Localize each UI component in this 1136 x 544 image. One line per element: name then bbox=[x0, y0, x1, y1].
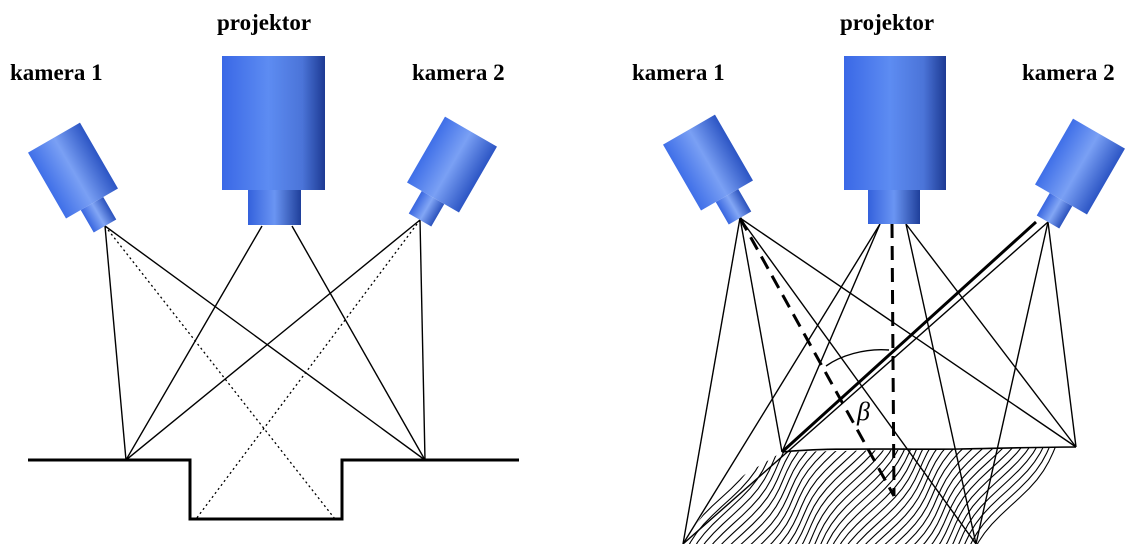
hatch-line bbox=[785, 447, 887, 544]
hatch-line bbox=[761, 447, 863, 544]
hatch-line bbox=[849, 447, 940, 544]
hatch-line bbox=[729, 447, 824, 544]
left-dotted-lines bbox=[104, 219, 421, 520]
hatch-line bbox=[833, 447, 925, 544]
camera-2-label: kamera 2 bbox=[412, 60, 505, 85]
left-ray-lines bbox=[104, 219, 426, 461]
projector-icon bbox=[222, 56, 325, 225]
left-panel: kamera 1 projektor kamera 2 bbox=[10, 10, 519, 521]
hatch-line bbox=[737, 447, 834, 544]
angle-arc bbox=[825, 348, 890, 367]
hatch-line bbox=[881, 447, 978, 544]
hatch-line bbox=[683, 447, 719, 544]
hatch-line bbox=[745, 447, 844, 544]
camera-2-label: kamera 2 bbox=[1022, 60, 1115, 85]
camera-icon bbox=[28, 122, 118, 233]
camera-icon bbox=[1035, 118, 1125, 229]
hatch-line bbox=[713, 447, 805, 544]
hatch-line bbox=[683, 447, 768, 544]
hatch-line bbox=[953, 447, 1050, 544]
hatch-line bbox=[921, 447, 1024, 544]
camera-1-label: kamera 1 bbox=[10, 60, 103, 85]
projector-icon bbox=[844, 56, 946, 224]
hatched-surface bbox=[683, 447, 1062, 544]
hatch-line bbox=[969, 447, 1062, 544]
right-ray-lines bbox=[682, 217, 1077, 544]
hatch-line bbox=[913, 447, 1016, 544]
hatch-line bbox=[793, 447, 894, 544]
hatch-line bbox=[769, 447, 872, 544]
hatch-line bbox=[905, 447, 1007, 544]
hatch-line bbox=[929, 447, 1031, 544]
angle-beta-label: β bbox=[856, 397, 870, 426]
hatch-line bbox=[683, 447, 762, 544]
hatch-line bbox=[937, 447, 1038, 544]
hatch-line bbox=[865, 447, 958, 544]
hatch-line bbox=[689, 447, 781, 544]
hatch-line bbox=[697, 447, 788, 544]
projector-label: projektor bbox=[217, 10, 311, 35]
right-panel: β kamera 1 projektor kamera 2 bbox=[632, 10, 1125, 544]
hatch-line bbox=[817, 447, 912, 544]
object-step-profile bbox=[28, 458, 519, 521]
dashed-rays bbox=[738, 217, 896, 497]
hatch-line bbox=[801, 447, 900, 544]
hatch-line bbox=[683, 447, 710, 544]
surface-top-edge bbox=[781, 446, 1077, 453]
camera-2-thick-ray bbox=[780, 220, 1038, 454]
hatch-line bbox=[945, 447, 1044, 544]
hatch-line bbox=[825, 447, 918, 544]
projector-label: projektor bbox=[840, 10, 934, 35]
hatch-line bbox=[841, 447, 932, 544]
hatch-line bbox=[777, 447, 880, 544]
camera-icon bbox=[407, 116, 497, 227]
hatch-line bbox=[873, 447, 968, 544]
hatch-line bbox=[857, 447, 949, 544]
hatch-line bbox=[753, 447, 854, 544]
hatch-line bbox=[961, 447, 1056, 544]
camera-icon bbox=[663, 114, 753, 225]
hatch-line bbox=[889, 447, 988, 544]
hatch-line bbox=[705, 447, 796, 544]
hatch-line bbox=[683, 447, 728, 544]
camera-1-label: kamera 1 bbox=[632, 60, 725, 85]
hatch-line bbox=[721, 447, 814, 544]
